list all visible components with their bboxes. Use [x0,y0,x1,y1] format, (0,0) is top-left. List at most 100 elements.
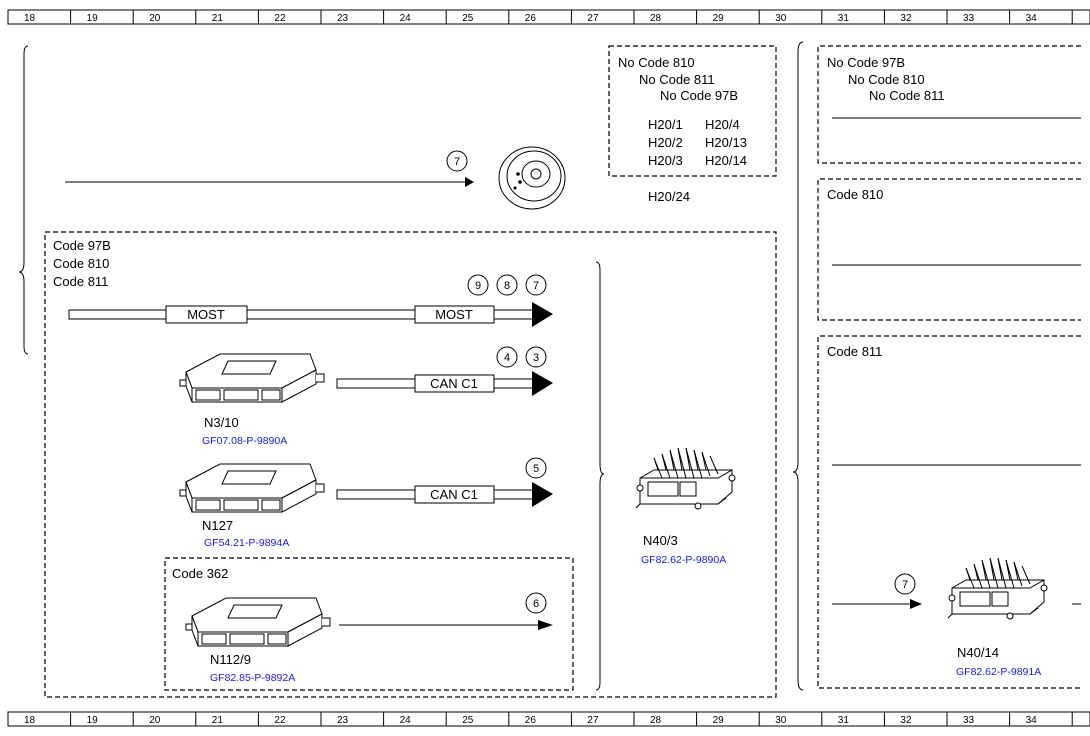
n40-3-doc-link[interactable]: GF82.62-P-9890A [641,554,726,566]
bottom-ruler-label-32: 32 [900,715,912,726]
bottom-ruler-label-31: 31 [838,715,850,726]
most-bus-label-1: MOST [165,305,248,324]
n40-14-arrowhead [910,599,922,609]
svg-text:7: 7 [454,156,460,168]
top-ruler-label-18: 18 [24,13,36,24]
bottom-ruler-label-29: 29 [713,715,725,726]
main-variant-box [44,231,777,698]
right-box-no-codes [817,45,1081,164]
bottom-ruler-label-21: 21 [212,715,224,726]
top-ruler-label-25: 25 [462,13,474,24]
right-box-code-810 [817,178,1081,321]
right-no-code-810-label: No Code 810 [848,72,925,87]
ref-circle-top-7[interactable]: 7 [446,150,468,172]
ref-circle-7[interactable]: 7 [525,274,547,296]
ref-circle-6[interactable]: 6 [525,592,547,614]
bottom-ruler-label-19: 19 [87,715,99,726]
svg-text:3: 3 [533,352,539,364]
svg-text:8: 8 [504,280,510,292]
n112-9-arrowhead [538,620,553,630]
bottom-ruler-label-33: 33 [963,715,975,726]
top-ruler-label-23: 23 [337,13,349,24]
n127-doc-link[interactable]: GF54.21-P-9894A [204,537,289,549]
speaker-icon [498,146,566,210]
n3-10-doc-link[interactable]: GF07.08-P-9890A [202,435,287,447]
right-box-code-811 [817,335,1081,689]
code-97b-label: Code 97B [53,238,111,253]
most-arrowhead [532,302,553,327]
n112-9-doc-link[interactable]: GF82.85-P-9892A [210,672,295,684]
bottom-ruler-label-26: 26 [525,715,537,726]
top-ruler-label-29: 29 [713,13,725,24]
top-ruler-label-21: 21 [212,13,224,24]
svg-text:MOST: MOST [187,307,225,322]
bottom-ruler-label-24: 24 [400,715,412,726]
top-ruler-label-32: 32 [900,13,912,24]
ref-circle-9[interactable]: 9 [467,274,489,296]
n127-label: N127 [202,518,233,533]
svg-text:CAN C1: CAN C1 [430,487,478,502]
n112-9-label: N112/9 [210,652,251,667]
ref-circle-8[interactable]: 8 [496,274,518,296]
n40-3-label: N40/3 [643,533,678,548]
top-ruler-label-34: 34 [1026,13,1038,24]
bottom-ruler-label-18: 18 [24,715,36,726]
can-arrowhead-2 [532,482,553,507]
h20-3-label: H20/3 [648,153,683,168]
right-code-811-label: Code 811 [827,344,882,359]
can-bus-label-1: CAN C1 [414,374,495,393]
right-code-810-label: Code 810 [827,187,883,202]
svg-text:9: 9 [475,280,481,292]
h20-13-label: H20/13 [705,135,747,150]
n40-14-doc-link[interactable]: GF82.62-P-9891A [956,666,1041,678]
ref-circle-right-7[interactable]: 7 [894,573,916,595]
svg-text:6: 6 [533,598,539,610]
bottom-ruler-label-28: 28 [650,715,662,726]
n40-14-amplifier-icon [947,557,1048,620]
top-ruler-label-19: 19 [87,13,99,24]
no-code-810-label: No Code 810 [618,55,695,70]
top-ruler-label-20: 20 [149,13,161,24]
n40-3-amplifier-icon [635,447,736,510]
top-ruler-label-31: 31 [838,13,850,24]
top-ruler-label-24: 24 [400,13,412,24]
h20-variant-box [608,45,777,177]
speaker-arrowhead [465,177,474,187]
right-no-code-97b-label: No Code 97B [827,55,905,70]
middle-brace [595,261,605,691]
right-brace [792,41,804,691]
h20-4-label: H20/4 [705,117,740,132]
h20-24-label: H20/24 [648,189,690,204]
bottom-ruler-label-22: 22 [274,715,286,726]
code-811-label: Code 811 [53,274,108,289]
top-ruler-label-33: 33 [963,13,975,24]
bottom-ruler-label-34: 34 [1026,715,1038,726]
svg-text:MOST: MOST [435,307,473,322]
ref-circle-5[interactable]: 5 [525,457,547,479]
n3-10-module-icon [179,353,325,403]
bottom-ruler-label-25: 25 [462,715,474,726]
no-code-97b-label: No Code 97B [660,88,738,103]
svg-text:5: 5 [533,463,539,475]
bottom-ruler-label-23: 23 [337,715,349,726]
h20-2-label: H20/2 [648,135,683,150]
bottom-ruler-label-27: 27 [587,715,599,726]
ref-circle-3[interactable]: 3 [525,346,547,368]
right-no-code-811-label: No Code 811 [869,88,945,103]
top-ruler-label-28: 28 [650,13,662,24]
n112-9-module-icon [185,597,331,647]
can-bus-label-2: CAN C1 [414,485,495,504]
svg-text:4: 4 [504,352,510,364]
svg-text:7: 7 [902,579,908,591]
ref-circle-4[interactable]: 4 [496,346,518,368]
left-brace [18,45,29,355]
code-362-label: Code 362 [172,566,228,581]
top-ruler-label-26: 26 [525,13,537,24]
n40-14-label: N40/14 [957,645,999,660]
code-362-box [164,557,574,691]
code-810-label: Code 810 [53,256,109,271]
n3-10-label: N3/10 [204,415,239,430]
n127-module-icon [179,463,325,513]
